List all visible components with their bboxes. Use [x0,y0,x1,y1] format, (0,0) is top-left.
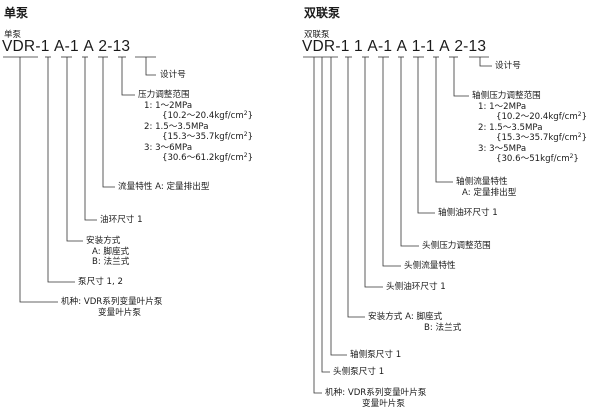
pressure-option-3: 3: 3～6MPa [144,142,193,153]
model-block: 机种: VDR系列变量叶片泵 变量叶片泵 [61,297,162,318]
model-line-1: 机种: VDR系列变量叶片泵 [61,297,163,307]
pump-size-label: 泵尺寸 1, 2 [78,277,123,287]
shaft-flow-title: 轴侧流量特性 [456,177,508,187]
code-seg: 13 [468,38,487,55]
design-number-label: 设计号 [160,70,186,80]
double-pump-title: 双联泵 [304,6,341,20]
double-pump-leader-lines [303,56,492,394]
oil-ring-size-label: 油环尺寸 1 [100,215,143,225]
shaft-oil-ring-label: 轴侧油环尺寸 1 [438,208,498,218]
code-seg: 1 [411,38,421,55]
code-seg: A [83,38,94,55]
model-line-2: 变量叶片泵 [362,398,405,409]
pressure-option-2: 2: 1.5～3.5MPa [144,121,209,132]
single-pump-code: VDR-1 A-1 A 2-13 [2,38,130,56]
pressure-option-3: 3: 3～5MPa [478,143,527,154]
head-pressure-range-label: 头侧压力调整范围 [422,241,491,251]
pressure-option-3-kgf: {30.6～61.2kgf/cm2} [162,152,254,164]
pressure-option-1: 1: 1～2MPa [144,100,193,111]
pressure-option-2-kgf: {15.3～35.7kgf/cm2} [162,131,254,143]
single-pump-subtitle: 单泵 [4,30,22,40]
code-seg: 1 [69,38,79,55]
model-line-1: 机种: VDR系列变量叶片泵 [325,388,427,398]
code-seg: 2 [98,38,108,55]
code-seg: 1 [340,38,350,55]
mounting-block: 安装方式 A: 脚座式 B: 法兰式 [86,236,129,268]
code-seg: 1 [354,38,363,55]
code-seg: 1 [383,38,393,55]
mounting-option-b: B: 法兰式 [424,322,462,333]
mounting-option-a: A: 脚座式 [92,246,130,257]
code-seg: - [377,38,384,55]
code-seg: VDR [302,38,336,55]
single-pump-title: 单泵 [4,6,29,20]
pressure-option-1: 1: 1～2MPa [478,101,527,112]
flow-characteristic-label: 流量特性 A: 定量排出型 [118,182,210,192]
code-seg: 2 [454,38,464,55]
code-seg: VDR [2,38,36,55]
single-pump-panel: 单泵 单泵 VDR-1 A-1 A 2-13 设计号 压力调整范围 1: 1～2… [2,6,253,318]
double-pump-subtitle: 双联泵 [304,30,330,40]
head-flow-label: 头侧流量特性 [404,261,456,271]
code-seg: A [396,38,408,55]
code-seg: - [420,38,426,55]
head-pump-size-label: 头侧泵尺寸 1 [333,367,385,377]
mounting-block: 安装方式 A: 脚座式 B: 法兰式 [368,312,461,333]
code-seg: 1 [425,38,435,55]
mounting-option-b: B: 法兰式 [92,257,130,267]
pressure-option-3-kgf: {30.6～51kgf/cm2} [496,153,579,165]
code-seg: 13 [112,38,131,55]
head-oil-ring-label: 头侧油环尺寸 1 [386,282,446,292]
pressure-option-2-kgf: {15.3～35.7kgf/cm2} [496,132,588,144]
shaft-flow-option-a: A: 定量排出型 [462,187,517,198]
code-seg: A [439,38,450,55]
pressure-option-1-kgf: {10.2～20.4kgf/cm2} [496,111,588,123]
model-line-2: 变量叶片泵 [98,307,141,318]
pressure-option-1-kgf: {10.2～20.4kgf/cm2} [162,110,254,122]
code-seg: A [367,38,378,55]
code-seg: - [463,38,469,55]
code-seg: - [335,38,341,55]
shaft-pressure-range-block: 轴侧压力调整范围 1: 1～2MPa {10.2～20.4kgf/cm2} 2:… [472,91,587,165]
double-pump-panel: 双联泵 双联泵 VDR-1 1 A-1 A 1-1 A 2-13 [300,0,600,419]
single-pump-leader-lines [3,56,156,303]
pressure-range-title: 压力调整范围 [138,90,190,100]
code-seg: 1 [40,38,50,55]
code-seg: - [35,38,41,55]
pressure-option-2: 2: 1.5～3.5MPa [478,122,543,133]
pressure-range-block: 压力调整范围 1: 1～2MPa {10.2～20.4kgf/cm2} 2: 1… [138,90,253,164]
code-seg: - [64,38,70,55]
shaft-pressure-range-title: 轴侧压力调整范围 [472,91,541,101]
design-number-label: 设计号 [495,61,521,71]
double-pump-code: VDR-1 1 A-1 A 1-1 A 2-13 [302,38,486,56]
mounting-title: 安装方式 A: 脚座式 [368,312,443,322]
shaft-pump-size-label: 轴侧泵尺寸 1 [350,350,402,360]
code-seg: A [54,38,65,55]
shaft-flow-block: 轴侧流量特性 A: 定量排出型 [456,177,516,198]
code-seg: - [107,38,113,55]
model-block: 机种: VDR系列变量叶片泵 变量叶片泵 [325,388,426,409]
mounting-title: 安装方式 [86,236,121,246]
